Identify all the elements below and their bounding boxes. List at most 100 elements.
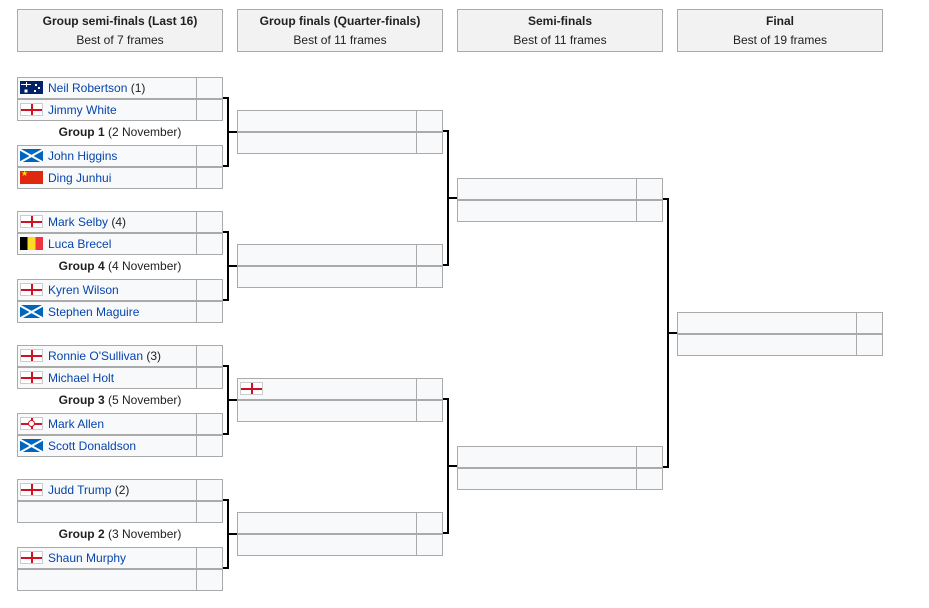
england-flag-icon: [20, 349, 43, 362]
player-link[interactable]: Shaun Murphy: [48, 551, 127, 565]
player-name-cell[interactable]: Scott Donaldson: [17, 435, 197, 457]
round-format: Best of 11 frames: [293, 33, 387, 47]
player-name-cell[interactable]: Kyren Wilson: [17, 279, 197, 301]
qf-player-cell[interactable]: [237, 378, 417, 400]
player-seed: (1): [127, 81, 146, 95]
group-label: Group 4 (4 November): [17, 257, 223, 275]
england-flag-icon: [240, 382, 263, 395]
score-cell: [196, 145, 223, 167]
final-player-cell[interactable]: [677, 312, 857, 334]
score-cell: [196, 233, 223, 255]
sf-player-cell[interactable]: [457, 200, 637, 222]
player-link[interactable]: Ding Junhui: [48, 171, 112, 185]
player-name-cell[interactable]: Mark Allen: [17, 413, 197, 435]
player-link[interactable]: Judd Trump: [48, 483, 112, 497]
player-name-cell[interactable]: Ronnie O'Sullivan (3): [17, 345, 197, 367]
northern-ireland-flag-icon: [20, 417, 43, 430]
england-flag-icon: [20, 103, 43, 116]
bracket-connector: [227, 399, 237, 401]
qf-player-cell[interactable]: [237, 534, 417, 556]
round-title: Final: [765, 14, 794, 28]
northern-ireland-crown-detail: [28, 420, 35, 427]
bracket-connector: [443, 130, 449, 132]
player-name-cell[interactable]: Neil Robertson (1): [17, 77, 197, 99]
bracket-connector: [227, 533, 237, 535]
china-flag-icon: [20, 171, 43, 184]
qf-player-cell[interactable]: [237, 266, 417, 288]
bracket-connector: [667, 332, 677, 334]
score-cell: [416, 378, 443, 400]
bracket-connector: [223, 365, 229, 367]
bracket-connector: [663, 198, 669, 200]
scotland-flag-icon: [20, 439, 43, 452]
score-cell: [196, 211, 223, 233]
qf-player-cell[interactable]: [237, 110, 417, 132]
player-link[interactable]: Jimmy White: [48, 103, 117, 117]
score-cell: [856, 334, 883, 356]
scotland-flag-icon: [20, 149, 43, 162]
player-seed: (2): [111, 483, 130, 497]
bracket-connector: [227, 265, 237, 267]
player-link[interactable]: Scott Donaldson: [48, 439, 137, 453]
player-link[interactable]: Mark Allen: [48, 417, 105, 431]
score-cell: [416, 266, 443, 288]
player-link[interactable]: Mark Selby: [48, 215, 109, 229]
round-header: Group finals (Quarter-finals)Best of 11 …: [237, 9, 443, 52]
qf-player-cell[interactable]: [237, 512, 417, 534]
score-cell: [416, 110, 443, 132]
score-cell: [196, 547, 223, 569]
player-name-cell[interactable]: Judd Trump (2): [17, 479, 197, 501]
player-link[interactable]: John Higgins: [48, 149, 118, 163]
round-title: Group semi-finals (Last 16): [42, 14, 198, 28]
player-name-cell[interactable]: Mark Selby (4): [17, 211, 197, 233]
england-flag-icon: [20, 483, 43, 496]
score-cell: [416, 400, 443, 422]
player-link[interactable]: Kyren Wilson: [48, 283, 119, 297]
player-link[interactable]: Neil Robertson: [48, 81, 128, 95]
group-date: (5 November): [108, 393, 182, 407]
sf-player-cell[interactable]: [457, 178, 637, 200]
bracket-connector: [223, 97, 229, 99]
player-link[interactable]: Stephen Maguire: [48, 305, 140, 319]
sf-player-cell[interactable]: [457, 446, 637, 468]
score-cell: [416, 534, 443, 556]
sf-player-cell[interactable]: [457, 468, 637, 490]
score-cell: [636, 200, 663, 222]
bracket-connector: [443, 398, 449, 400]
bracket-connector: [663, 466, 669, 468]
qf-player-cell[interactable]: [237, 132, 417, 154]
bracket-connector: [223, 499, 229, 501]
bracket-connector: [443, 264, 449, 266]
group-name: Group 3: [58, 393, 105, 407]
player-name-cell[interactable]: John Higgins: [17, 145, 197, 167]
bracket-connector: [223, 433, 229, 435]
score-cell: [636, 446, 663, 468]
player-name-cell[interactable]: Michael Holt: [17, 367, 197, 389]
bracket-connector: [443, 532, 449, 534]
player-name-cell[interactable]: Shaun Murphy: [17, 547, 197, 569]
player-name-cell[interactable]: [17, 569, 197, 591]
bracket-connector: [223, 567, 229, 569]
group-name: Group 4: [58, 259, 105, 273]
england-flag-icon: [20, 551, 43, 564]
player-name-cell[interactable]: Ding Junhui: [17, 167, 197, 189]
player-link[interactable]: Luca Brecel: [48, 237, 112, 251]
player-name-cell[interactable]: Jimmy White: [17, 99, 197, 121]
final-player-cell[interactable]: [677, 334, 857, 356]
group-date: (2 November): [108, 125, 182, 139]
bracket-connector: [447, 197, 457, 199]
qf-player-cell[interactable]: [237, 400, 417, 422]
player-name-cell[interactable]: Stephen Maguire: [17, 301, 197, 323]
player-link[interactable]: Ronnie O'Sullivan: [48, 349, 144, 363]
score-cell: [416, 244, 443, 266]
player-link[interactable]: Michael Holt: [48, 371, 115, 385]
bracket-connector: [223, 165, 229, 167]
player-name-cell[interactable]: [17, 501, 197, 523]
player-name-cell[interactable]: Luca Brecel: [17, 233, 197, 255]
score-cell: [196, 367, 223, 389]
score-cell: [196, 77, 223, 99]
qf-player-cell[interactable]: [237, 244, 417, 266]
player-seed: (3): [143, 349, 162, 363]
